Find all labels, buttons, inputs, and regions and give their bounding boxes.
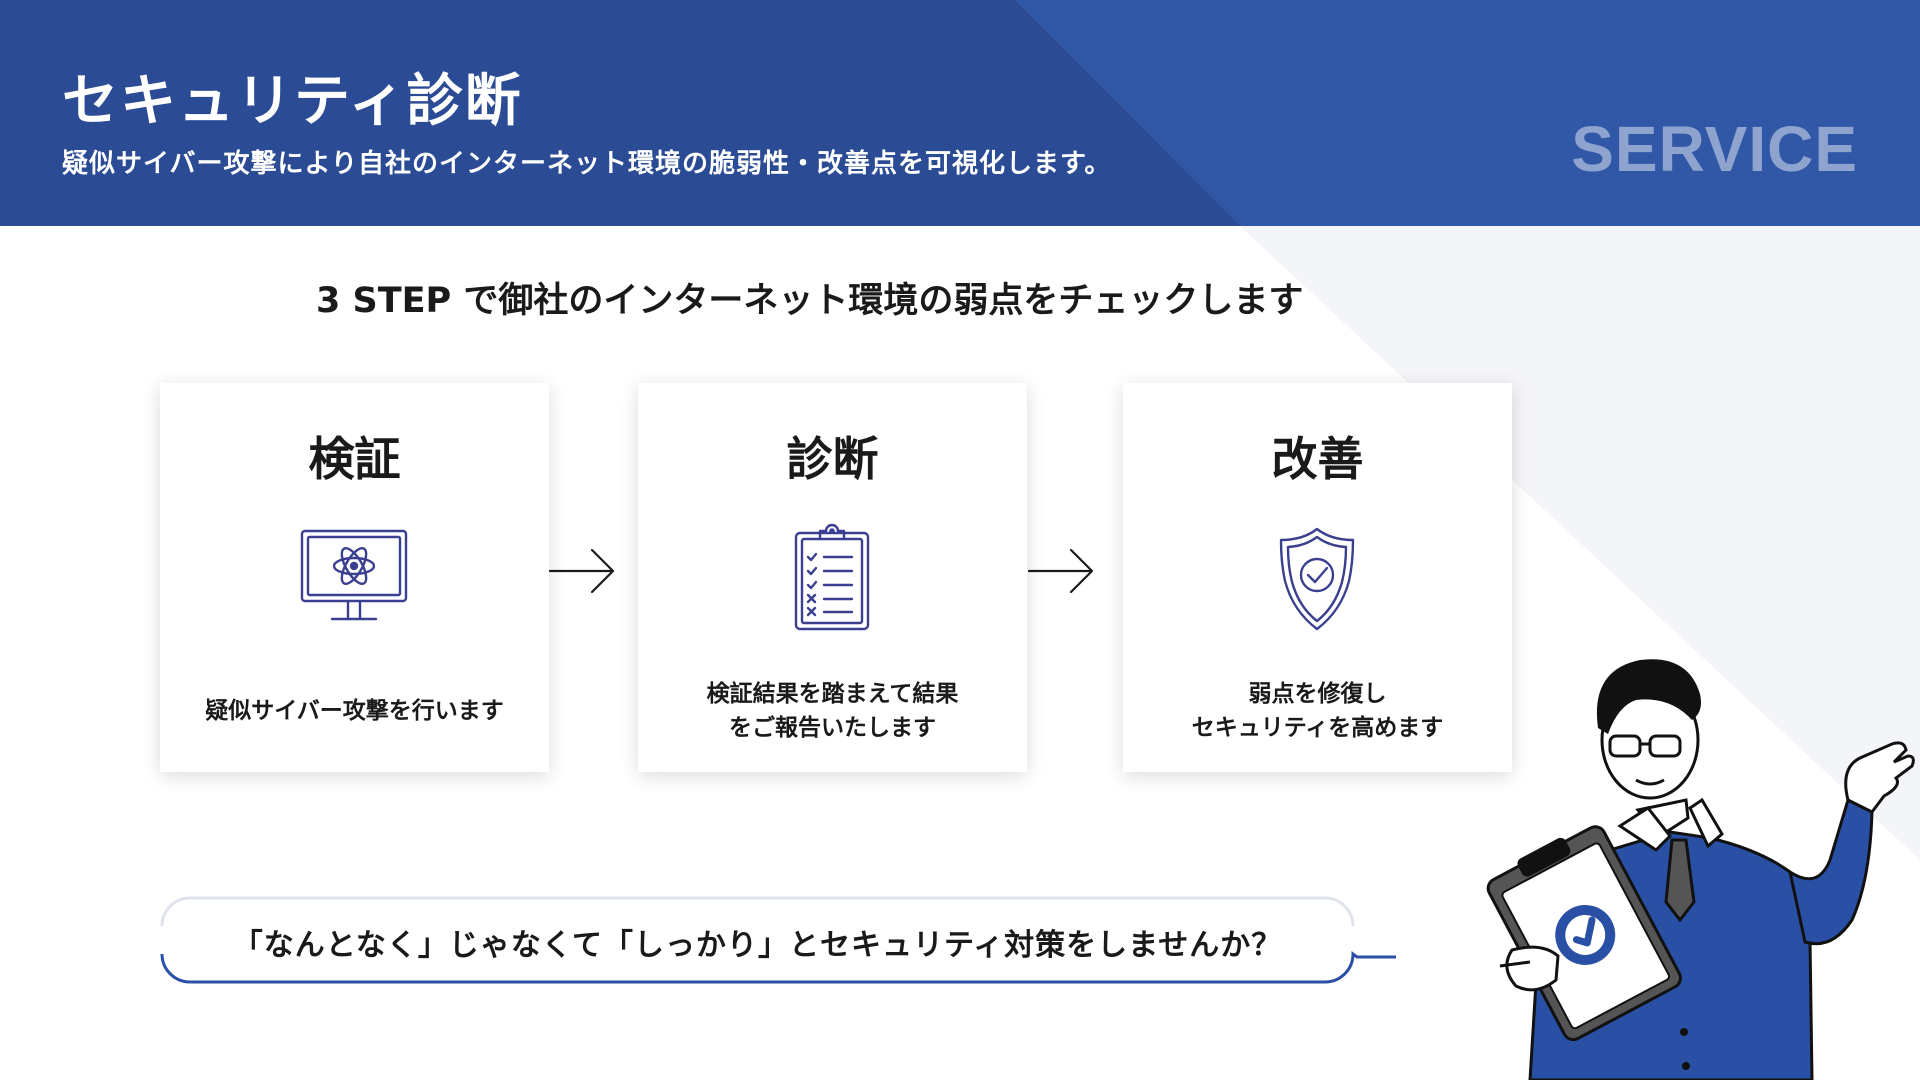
page-title: セキュリティ診断	[62, 69, 523, 134]
cta-banner: 「なんとなく」じゃなくて「しっかり」とセキュリティ対策をしませんか？	[160, 896, 1396, 984]
step-card-improvement: 改善 弱点を修復し セキュリティを高めます	[1123, 383, 1512, 772]
step-description-line: をご報告いたします	[729, 715, 936, 741]
service-tag: SERVICE	[1571, 113, 1858, 185]
banner-outline	[160, 896, 1396, 984]
shield-check-icon	[1279, 527, 1355, 631]
clipboard-checklist-icon	[794, 523, 870, 631]
arrow-right-icon	[548, 548, 615, 594]
step-description-line: セキュリティを高めます	[1191, 715, 1444, 741]
section-heading: 3 STEP で御社のインターネット環境の弱点をチェックします	[316, 281, 1304, 321]
business-person-illustration	[1486, 659, 1915, 1080]
banner-text: 「なんとなく」じゃなくて「しっかり」とセキュリティ対策をしませんか？	[232, 928, 1283, 963]
step-title: 改善	[1271, 432, 1364, 486]
header-background	[0, 0, 1920, 226]
step-description-line: 検証結果を踏まえて結果	[706, 681, 959, 707]
step-card-diagnosis: 診断 検証結果を踏まえて結果 をご報告いたします	[638, 383, 1027, 772]
step-description-line: 弱点を修復し	[1248, 681, 1387, 707]
step-description: 疑似サイバー攻撃を行います	[170, 671, 539, 751]
step-title: 検証	[308, 432, 401, 486]
step-description: 弱点を修復し セキュリティを高めます	[1133, 671, 1502, 751]
header-banner: セキュリティ診断 疑似サイバー攻撃により自社のインターネット環境の脆弱性・改善点…	[0, 0, 1920, 226]
page-subtitle: 疑似サイバー攻撃により自社のインターネット環境の脆弱性・改善点を可視化します。	[62, 149, 1112, 179]
step-description: 検証結果を踏まえて結果 をご報告いたします	[648, 671, 1017, 751]
monitor-atom-icon	[300, 529, 408, 621]
step-title: 診断	[786, 432, 879, 486]
arrow-right-icon	[1027, 548, 1094, 594]
step-card-verification: 検証 疑似サイバー攻撃を行います	[160, 383, 549, 772]
step-description-line: 疑似サイバー攻撃を行います	[205, 698, 504, 724]
